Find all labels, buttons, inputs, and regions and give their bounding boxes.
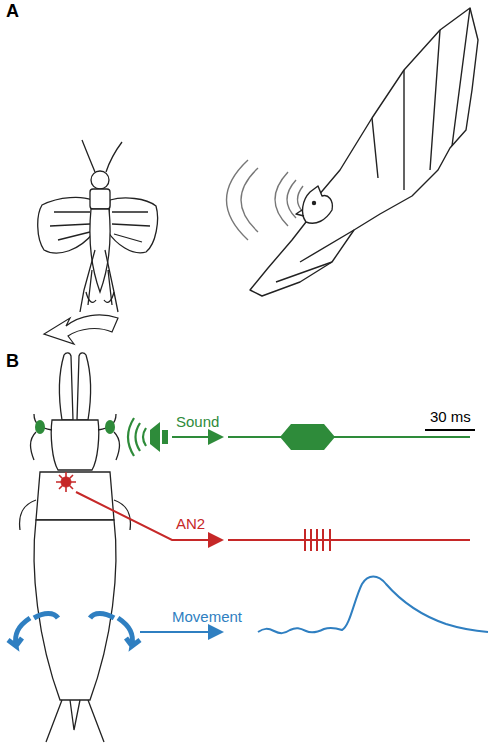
ovipositor	[70, 700, 80, 730]
antenna	[106, 142, 122, 172]
sound-speaker	[128, 418, 168, 456]
cercus	[46, 700, 104, 742]
cricket-thorax	[36, 472, 114, 520]
cricket-abdomen	[34, 520, 116, 700]
wing-vein	[50, 212, 90, 240]
bat-head	[303, 186, 333, 223]
spike-train	[305, 529, 330, 551]
escape-arrow	[44, 315, 118, 344]
signal-name: Movement	[172, 609, 242, 626]
sound-arc	[227, 160, 249, 240]
flying-cricket	[38, 140, 158, 312]
signal-arrow	[76, 492, 222, 540]
bat-mouth	[296, 210, 304, 216]
sound-trace	[228, 436, 470, 438]
signal-arrow	[172, 436, 222, 438]
tympanum	[35, 420, 45, 434]
speaker-cone	[150, 422, 160, 452]
sound-pulse	[280, 424, 335, 450]
cricket-head	[51, 420, 99, 470]
antenna	[59, 353, 73, 420]
speaker-wave	[128, 418, 146, 456]
sound-arc	[275, 172, 288, 226]
cricket-top-view	[20, 353, 131, 742]
bat-eye	[313, 202, 316, 205]
signal-name: Sound	[176, 414, 219, 431]
wing	[38, 197, 94, 253]
an2-trace	[228, 539, 470, 541]
cricket-leg	[80, 250, 118, 312]
speaker-body	[162, 430, 168, 444]
tympanum	[105, 420, 115, 434]
front-leg	[34, 414, 116, 430]
antenna	[77, 353, 91, 420]
bat-wing	[250, 8, 478, 296]
sound-arc	[241, 168, 258, 232]
movement-arrow	[34, 614, 58, 619]
neuron-dendrites	[56, 472, 76, 492]
sound-arc	[287, 180, 296, 218]
front-leg	[31, 432, 120, 460]
wing-finger	[372, 8, 470, 190]
movement-arrow	[8, 618, 30, 646]
movement-arrow	[90, 614, 114, 619]
cricket-thorax	[90, 189, 110, 209]
bat	[250, 8, 478, 296]
an2-neuron	[56, 472, 76, 492]
wing-vein	[112, 212, 150, 242]
signal-name: AN2	[176, 516, 205, 533]
cricket-head	[91, 171, 109, 189]
cricket-abdomen	[90, 209, 110, 292]
wing-finger	[276, 230, 354, 282]
antenna	[82, 140, 95, 172]
movement-trace	[258, 577, 488, 634]
mid-leg	[20, 500, 131, 530]
movement-arrow	[118, 618, 140, 646]
wing	[108, 198, 158, 253]
panel-label: B	[6, 352, 19, 372]
signal-arrow	[140, 631, 222, 633]
panel-label: A	[6, 2, 19, 22]
scale-label: 30 ms	[430, 409, 471, 426]
cricket-leg	[86, 292, 114, 302]
scale-bar	[425, 429, 475, 431]
